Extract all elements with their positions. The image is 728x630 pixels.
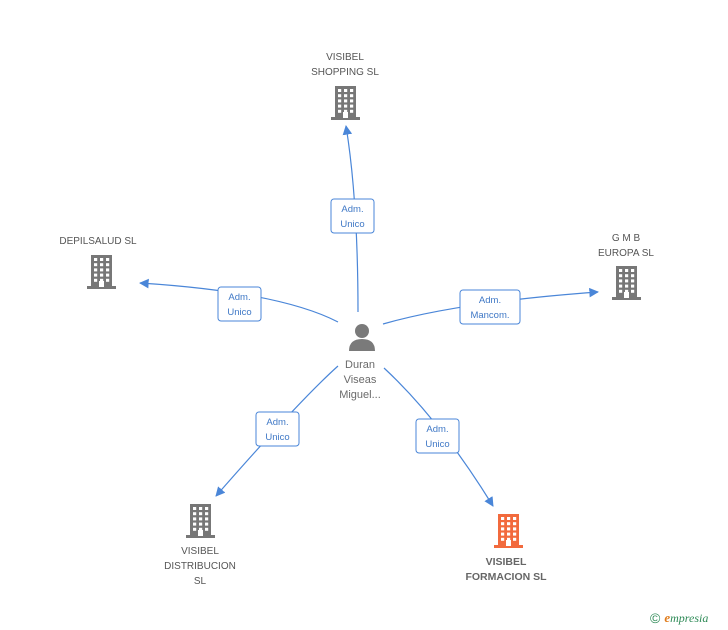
building-icon [612, 266, 641, 300]
person-name-line: Duran [345, 359, 375, 371]
company-label-line: VISIBEL [181, 546, 219, 557]
company-label-line: FORMACION SL [465, 571, 547, 583]
person-name-line: Viseas [344, 374, 377, 386]
company-node-depilsalud[interactable]: DEPILSALUD SL [59, 236, 137, 289]
company-label-line: DEPILSALUD SL [59, 236, 137, 247]
role-badge-line: Unico [340, 219, 364, 230]
person-name-line: Miguel... [339, 389, 381, 401]
building-icon [331, 86, 360, 120]
role-badge-gmb-europa[interactable]: Adm. Mancom. [459, 289, 521, 325]
role-badge-line: Adm. [341, 204, 363, 215]
brand-wordmark: empresia [664, 610, 709, 625]
company-label-line: SL [194, 576, 207, 587]
company-label-line: EUROPA SL [598, 248, 654, 259]
person-icon [349, 324, 375, 351]
company-label-line: VISIBEL [326, 52, 364, 63]
role-badge-visibel-shopping[interactable]: Adm. Unico [330, 198, 375, 234]
role-badges: Adm. Unico Adm. Unico Adm. Mancom. Adm. … [217, 198, 521, 454]
empresia-logo[interactable]: © empresia [650, 610, 708, 626]
company-node-visibel-formacion[interactable]: VISIBEL FORMACION SL [465, 514, 547, 583]
role-badge-depilsalud[interactable]: Adm. Unico [217, 286, 262, 322]
company-node-visibel-distribucion[interactable]: VISIBEL DISTRIBUCION SL [164, 504, 236, 587]
role-badge-line: Adm. [426, 424, 448, 435]
building-icon [186, 504, 215, 538]
role-badge-line: Adm. [479, 295, 501, 306]
role-badge-line: Adm. [228, 292, 250, 303]
role-badge-visibel-distribucion[interactable]: Adm. Unico [255, 411, 300, 447]
role-badge-line: Unico [425, 439, 449, 450]
company-label-line: DISTRIBUCION [164, 561, 236, 572]
role-badge-visibel-formacion[interactable]: Adm. Unico [415, 418, 460, 454]
company-label-line: G M B [612, 233, 641, 244]
role-badge-line: Adm. [266, 417, 288, 428]
company-label-line: SHOPPING SL [311, 67, 379, 78]
role-badge-line: Mancom. [470, 310, 509, 321]
role-badge-line: Unico [227, 307, 251, 318]
company-node-gmb-europa[interactable]: G M B EUROPA SL [598, 233, 654, 300]
role-badge-line: Unico [265, 432, 289, 443]
person-node[interactable]: Duran Viseas Miguel... [339, 324, 381, 401]
building-icon [494, 514, 523, 548]
copyright-icon: © [650, 610, 661, 626]
building-icon [87, 255, 116, 289]
company-node-visibel-shopping[interactable]: VISIBEL SHOPPING SL [311, 52, 379, 120]
edges [139, 125, 599, 507]
company-label-line: VISIBEL [486, 556, 527, 568]
